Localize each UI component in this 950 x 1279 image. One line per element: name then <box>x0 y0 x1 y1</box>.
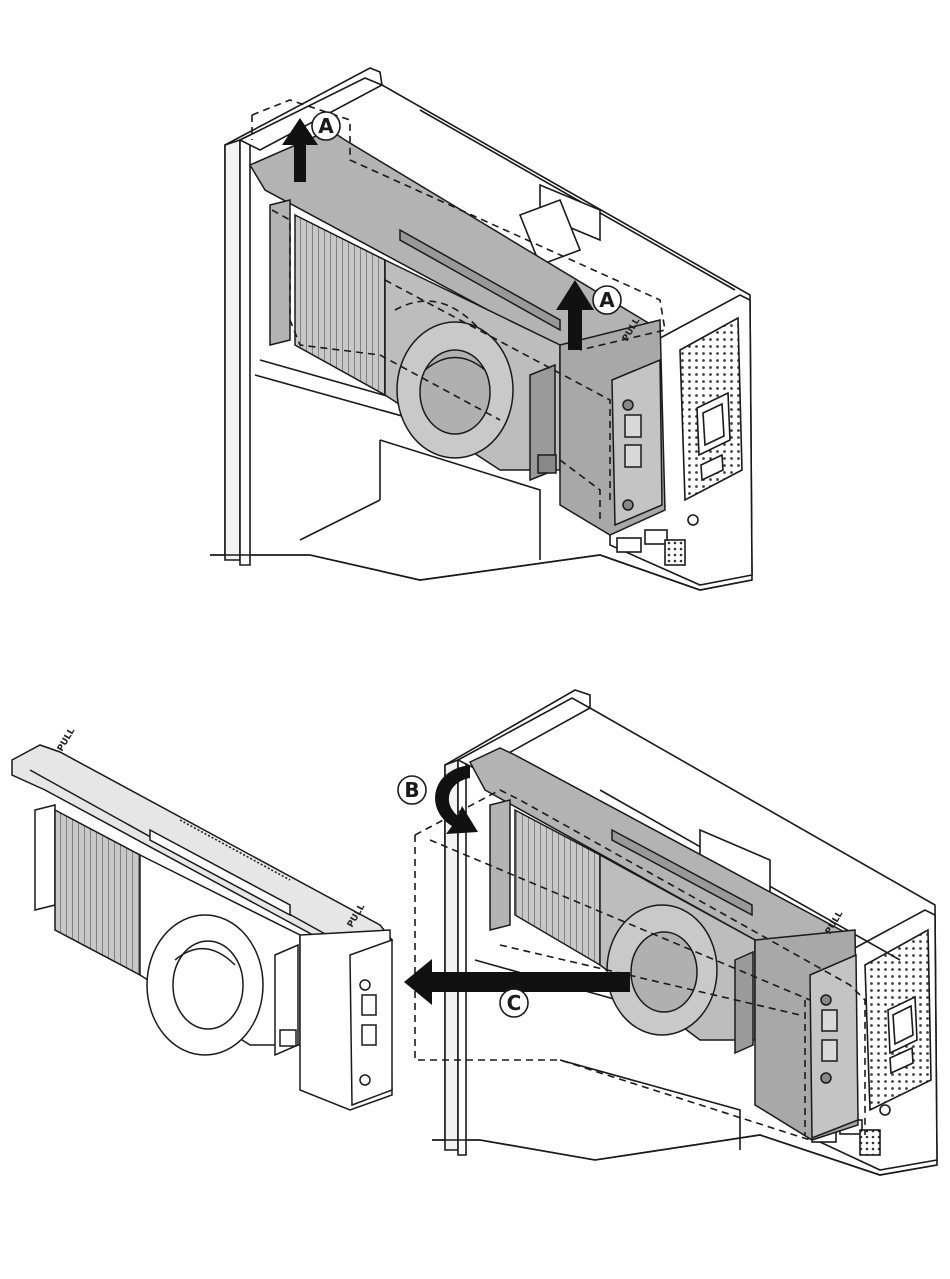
top-step-illustration: A A PULL <box>210 68 752 590</box>
pull-stamp-left-1: PULL <box>56 726 77 753</box>
bottom-right-illustration: B C PULL <box>398 690 937 1175</box>
removed-bracket-illustration <box>12 745 392 1110</box>
callout-b: B <box>398 776 426 804</box>
callout-c-label: C <box>507 991 522 1015</box>
callout-a-1: A <box>312 112 340 140</box>
callout-a-2: A <box>593 286 621 314</box>
callout-c: C <box>500 989 528 1017</box>
callout-a-1-label: A <box>318 114 334 138</box>
callout-b-label: B <box>404 778 419 802</box>
callout-a-2-label: A <box>599 288 615 312</box>
